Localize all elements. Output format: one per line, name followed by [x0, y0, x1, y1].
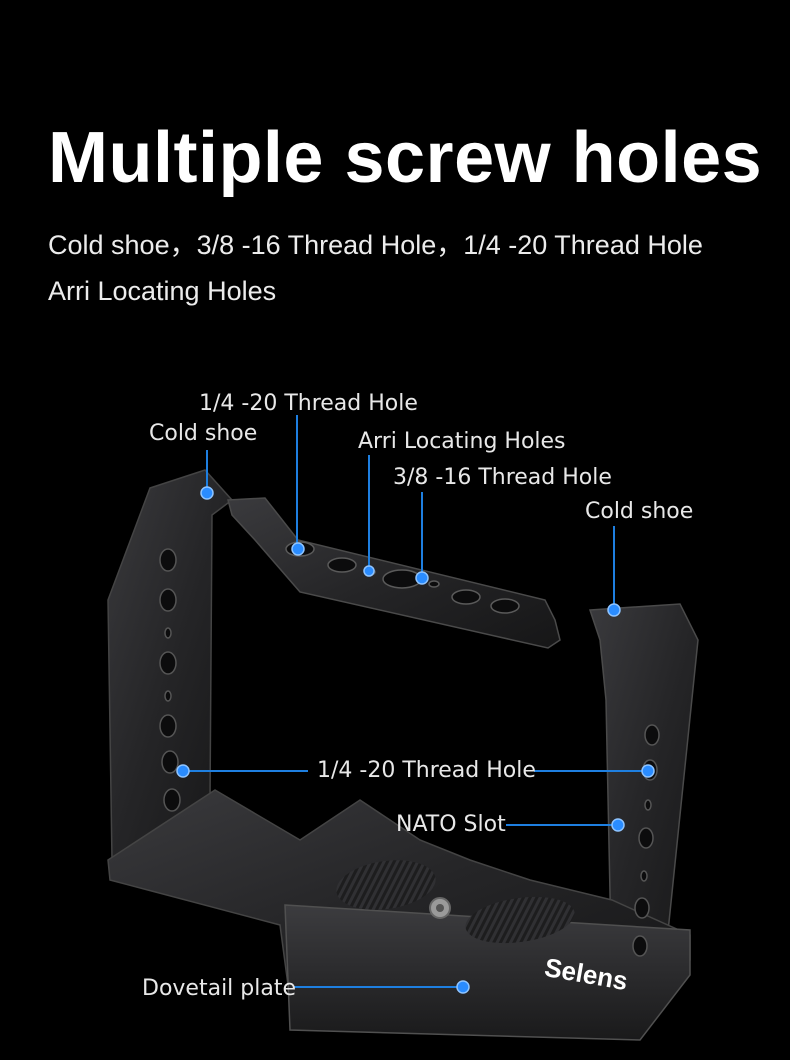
subtitle-line-2: Arri Locating Holes — [48, 276, 277, 306]
callout-dots — [176, 486, 655, 994]
headline: Multiple screw holes — [48, 118, 763, 198]
label-cold-shoe-left: Cold shoe — [149, 421, 258, 446]
left-arm-holes — [159, 548, 181, 812]
callout-dot-dovetail — [456, 980, 470, 994]
callout-dot-thread-38 — [415, 571, 429, 585]
knurled-pad-left — [336, 860, 436, 910]
label-dovetail: Dovetail plate — [142, 976, 296, 1001]
label-nato-slot: NATO Slot — [396, 812, 506, 837]
callout-lines — [183, 415, 648, 988]
callout-dot-cold-shoe-right — [607, 603, 621, 617]
callout-dot-thread-14-right — [641, 764, 655, 778]
callout-dot-arri — [363, 565, 375, 577]
label-thread-38: 3/8 -16 Thread Hole — [393, 465, 612, 490]
callout-dot-thread-14-left — [176, 764, 190, 778]
label-arri-holes: Arri Locating Holes — [358, 429, 566, 454]
dovetail-plate-shape — [284, 904, 691, 1041]
label-thread-14-side: 1/4 -20 Thread Hole — [317, 758, 536, 783]
callout-dot-thread-14-top — [291, 542, 305, 556]
label-cold-shoe-right: Cold shoe — [585, 499, 694, 524]
label-thread-14-top: 1/4 -20 Thread Hole — [199, 391, 418, 416]
callout-dot-nato — [611, 818, 625, 832]
camera-cage-illustration: Selens — [107, 415, 699, 1041]
callout-dot-cold-shoe-left — [200, 486, 214, 500]
knurled-pad-right — [465, 896, 575, 944]
subtitle-line-1: Cold shoe，3/8 -16 Thread Hole，1/4 -20 Th… — [48, 230, 703, 260]
